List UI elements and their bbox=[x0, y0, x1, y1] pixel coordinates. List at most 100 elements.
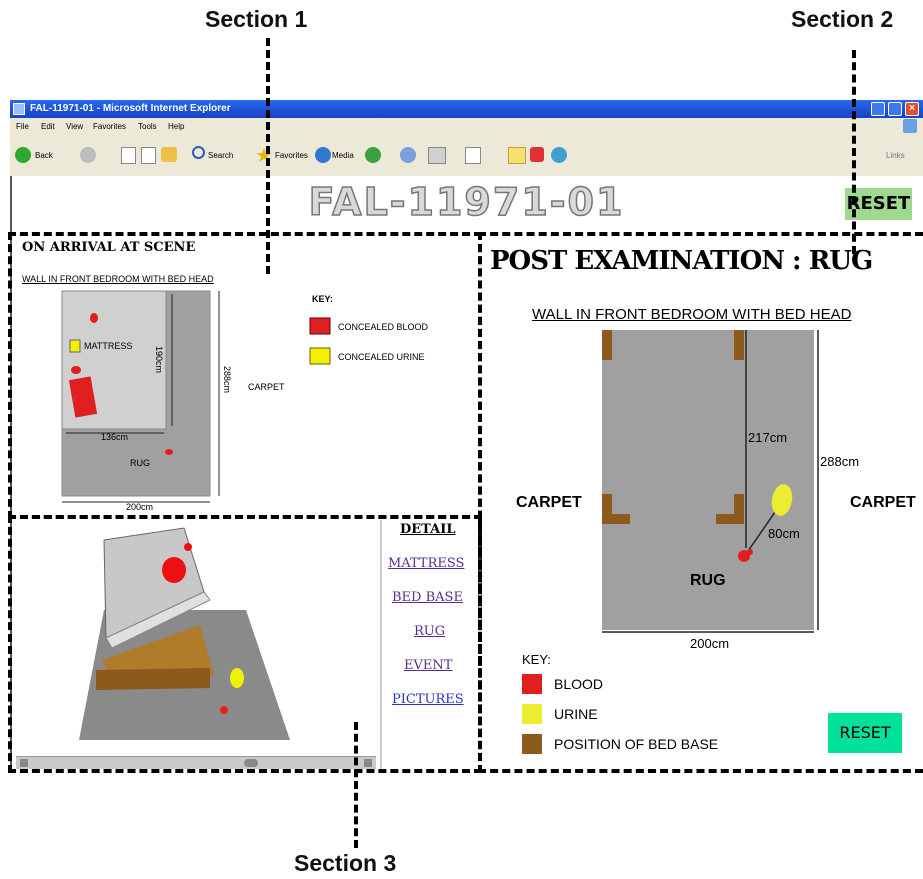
window-titlebar: FAL-11971-01 - Microsoft Internet Explor… bbox=[10, 100, 923, 118]
post-dim-80: 80cm bbox=[768, 526, 800, 541]
links-label[interactable]: Links bbox=[886, 151, 905, 160]
detail-link-rug[interactable]: RUG bbox=[414, 624, 446, 639]
section-1-pointer bbox=[266, 38, 270, 274]
print-icon[interactable] bbox=[428, 147, 446, 164]
menu-bar: File Edit View Favorites Tools Help bbox=[10, 118, 923, 134]
detail-link-event[interactable]: EVENT bbox=[404, 658, 453, 673]
post-dim-288: 288cm bbox=[820, 454, 860, 469]
bed-base-front bbox=[96, 668, 210, 690]
post-carpet-left-label: CARPET bbox=[516, 494, 582, 511]
arrival-rug-label: RUG bbox=[130, 458, 150, 468]
post-heading: POST EXAMINATION : RUG bbox=[490, 246, 873, 276]
arrival-wall-label: WALL IN FRONT BEDROOM WITH BED HEAD bbox=[22, 274, 214, 284]
key-bed-base-label: POSITION OF BED BASE bbox=[554, 736, 719, 752]
page-header: FAL-11971-01 RESET bbox=[10, 176, 923, 232]
minimize-icon[interactable] bbox=[871, 102, 885, 116]
section-3-outline bbox=[8, 515, 482, 773]
post-key-title: KEY: bbox=[522, 652, 551, 667]
mattress-blood-mark bbox=[184, 543, 192, 551]
post-urine-mark bbox=[771, 484, 793, 516]
folder-icon[interactable] bbox=[508, 147, 526, 164]
key-blood-label: BLOOD bbox=[554, 676, 604, 692]
post-dim-217: 217cm bbox=[748, 430, 788, 445]
scroll-left-icon[interactable] bbox=[20, 759, 28, 767]
arrival-blood-mark bbox=[68, 376, 98, 418]
menu-tools[interactable]: Tools bbox=[138, 122, 157, 131]
section-2-label: Section 2 bbox=[791, 6, 894, 32]
detail-link-pictures[interactable]: PICTURES bbox=[392, 692, 464, 707]
mail-icon[interactable] bbox=[400, 147, 416, 163]
viewer-panel[interactable] bbox=[14, 520, 378, 770]
edit-icon[interactable] bbox=[465, 147, 481, 164]
section-1-outline bbox=[8, 232, 482, 519]
windows-logo-icon bbox=[903, 119, 917, 133]
arrival-blood-mark bbox=[71, 366, 81, 374]
close-icon[interactable]: × bbox=[905, 102, 919, 116]
arrival-carpet-label: CARPET bbox=[248, 382, 285, 392]
key-urine-icon bbox=[522, 704, 542, 724]
search-icon[interactable] bbox=[192, 146, 205, 159]
page-title: FAL-11971-01 bbox=[308, 179, 625, 225]
scroll-thumb[interactable] bbox=[244, 759, 258, 767]
bed-3d-view bbox=[79, 527, 290, 740]
key-concealed-urine-icon bbox=[309, 347, 331, 365]
detail-link-mattress[interactable]: MATTRESS bbox=[388, 556, 465, 571]
bed-base-corner bbox=[734, 330, 744, 360]
post-floorplan bbox=[522, 330, 819, 754]
arrival-key-title: KEY: bbox=[312, 294, 333, 304]
mattress-blood-mark bbox=[162, 557, 186, 583]
arrival-blood-mark bbox=[90, 313, 98, 323]
key-blood-icon bbox=[522, 674, 542, 694]
post-dim-200: 200cm bbox=[690, 636, 730, 651]
menu-favorites[interactable]: Favorites bbox=[93, 122, 126, 131]
arrival-heading: ON ARRIVAL AT SCENE bbox=[22, 240, 196, 255]
post-blood-mark bbox=[738, 550, 750, 562]
section-2-outline bbox=[478, 232, 923, 773]
scroll-right-icon[interactable] bbox=[364, 759, 372, 767]
back-button-label[interactable]: Back bbox=[35, 151, 53, 160]
home-icon[interactable] bbox=[161, 147, 177, 162]
post-rug-label: RUG bbox=[690, 572, 726, 589]
arrival-mattress-label: MATTRESS bbox=[84, 341, 133, 351]
menu-edit[interactable]: Edit bbox=[41, 122, 55, 131]
detail-menu: DETAIL MATTRESS BED BASE RUG EVENT PICTU… bbox=[380, 520, 478, 770]
viewer-scrollbar[interactable] bbox=[16, 756, 376, 769]
search-button-label[interactable]: Search bbox=[208, 151, 234, 160]
rug-blood-mark bbox=[220, 706, 228, 714]
arrival-dim-136: 136cm bbox=[101, 432, 129, 442]
arrival-urine-mark bbox=[69, 339, 81, 353]
media-button-label[interactable]: Media bbox=[332, 151, 354, 160]
reset-top-button[interactable]: RESET bbox=[845, 188, 912, 220]
ie-icon bbox=[13, 103, 25, 115]
section-2-pointer bbox=[852, 50, 856, 254]
menu-view[interactable]: View bbox=[66, 122, 84, 131]
favorites-button-label[interactable]: Favorites bbox=[275, 151, 308, 160]
window-title: FAL-11971-01 - Microsoft Internet Explor… bbox=[30, 103, 231, 114]
favorites-star-icon[interactable]: ★ bbox=[255, 145, 273, 167]
stop-icon[interactable] bbox=[121, 147, 136, 164]
post-carpet-right-label: CARPET bbox=[850, 494, 916, 511]
key-concealed-blood-label: CONCEALED BLOOD bbox=[338, 322, 429, 332]
back-arrow-icon[interactable] bbox=[15, 147, 31, 163]
menu-file[interactable]: File bbox=[16, 122, 29, 131]
post-exam-panel: POST EXAMINATION : RUG WALL IN FRONT BED… bbox=[482, 236, 923, 770]
detail-menu-title: DETAIL bbox=[400, 522, 456, 537]
arrival-dim-200: 200cm bbox=[126, 502, 154, 512]
post-rug-shape bbox=[602, 330, 814, 630]
rug-urine-mark bbox=[230, 668, 244, 688]
key-bed-base-icon bbox=[522, 734, 542, 754]
history-icon[interactable] bbox=[365, 147, 381, 163]
post-blood-mark bbox=[747, 549, 753, 555]
maximize-icon[interactable] bbox=[888, 102, 902, 116]
forward-arrow-icon[interactable] bbox=[80, 147, 96, 163]
refresh-icon[interactable] bbox=[141, 147, 156, 164]
detail-link-bed-base[interactable]: BED BASE bbox=[392, 590, 463, 605]
section-1-label: Section 1 bbox=[205, 6, 308, 32]
messenger-icon[interactable] bbox=[530, 147, 544, 162]
media-icon[interactable] bbox=[315, 147, 331, 163]
bed-base-corner bbox=[602, 494, 630, 524]
menu-help[interactable]: Help bbox=[168, 122, 185, 131]
mattress-3d-edge bbox=[105, 591, 211, 649]
research-icon[interactable] bbox=[551, 147, 567, 163]
post-reset-button[interactable]: RESET bbox=[828, 713, 902, 753]
